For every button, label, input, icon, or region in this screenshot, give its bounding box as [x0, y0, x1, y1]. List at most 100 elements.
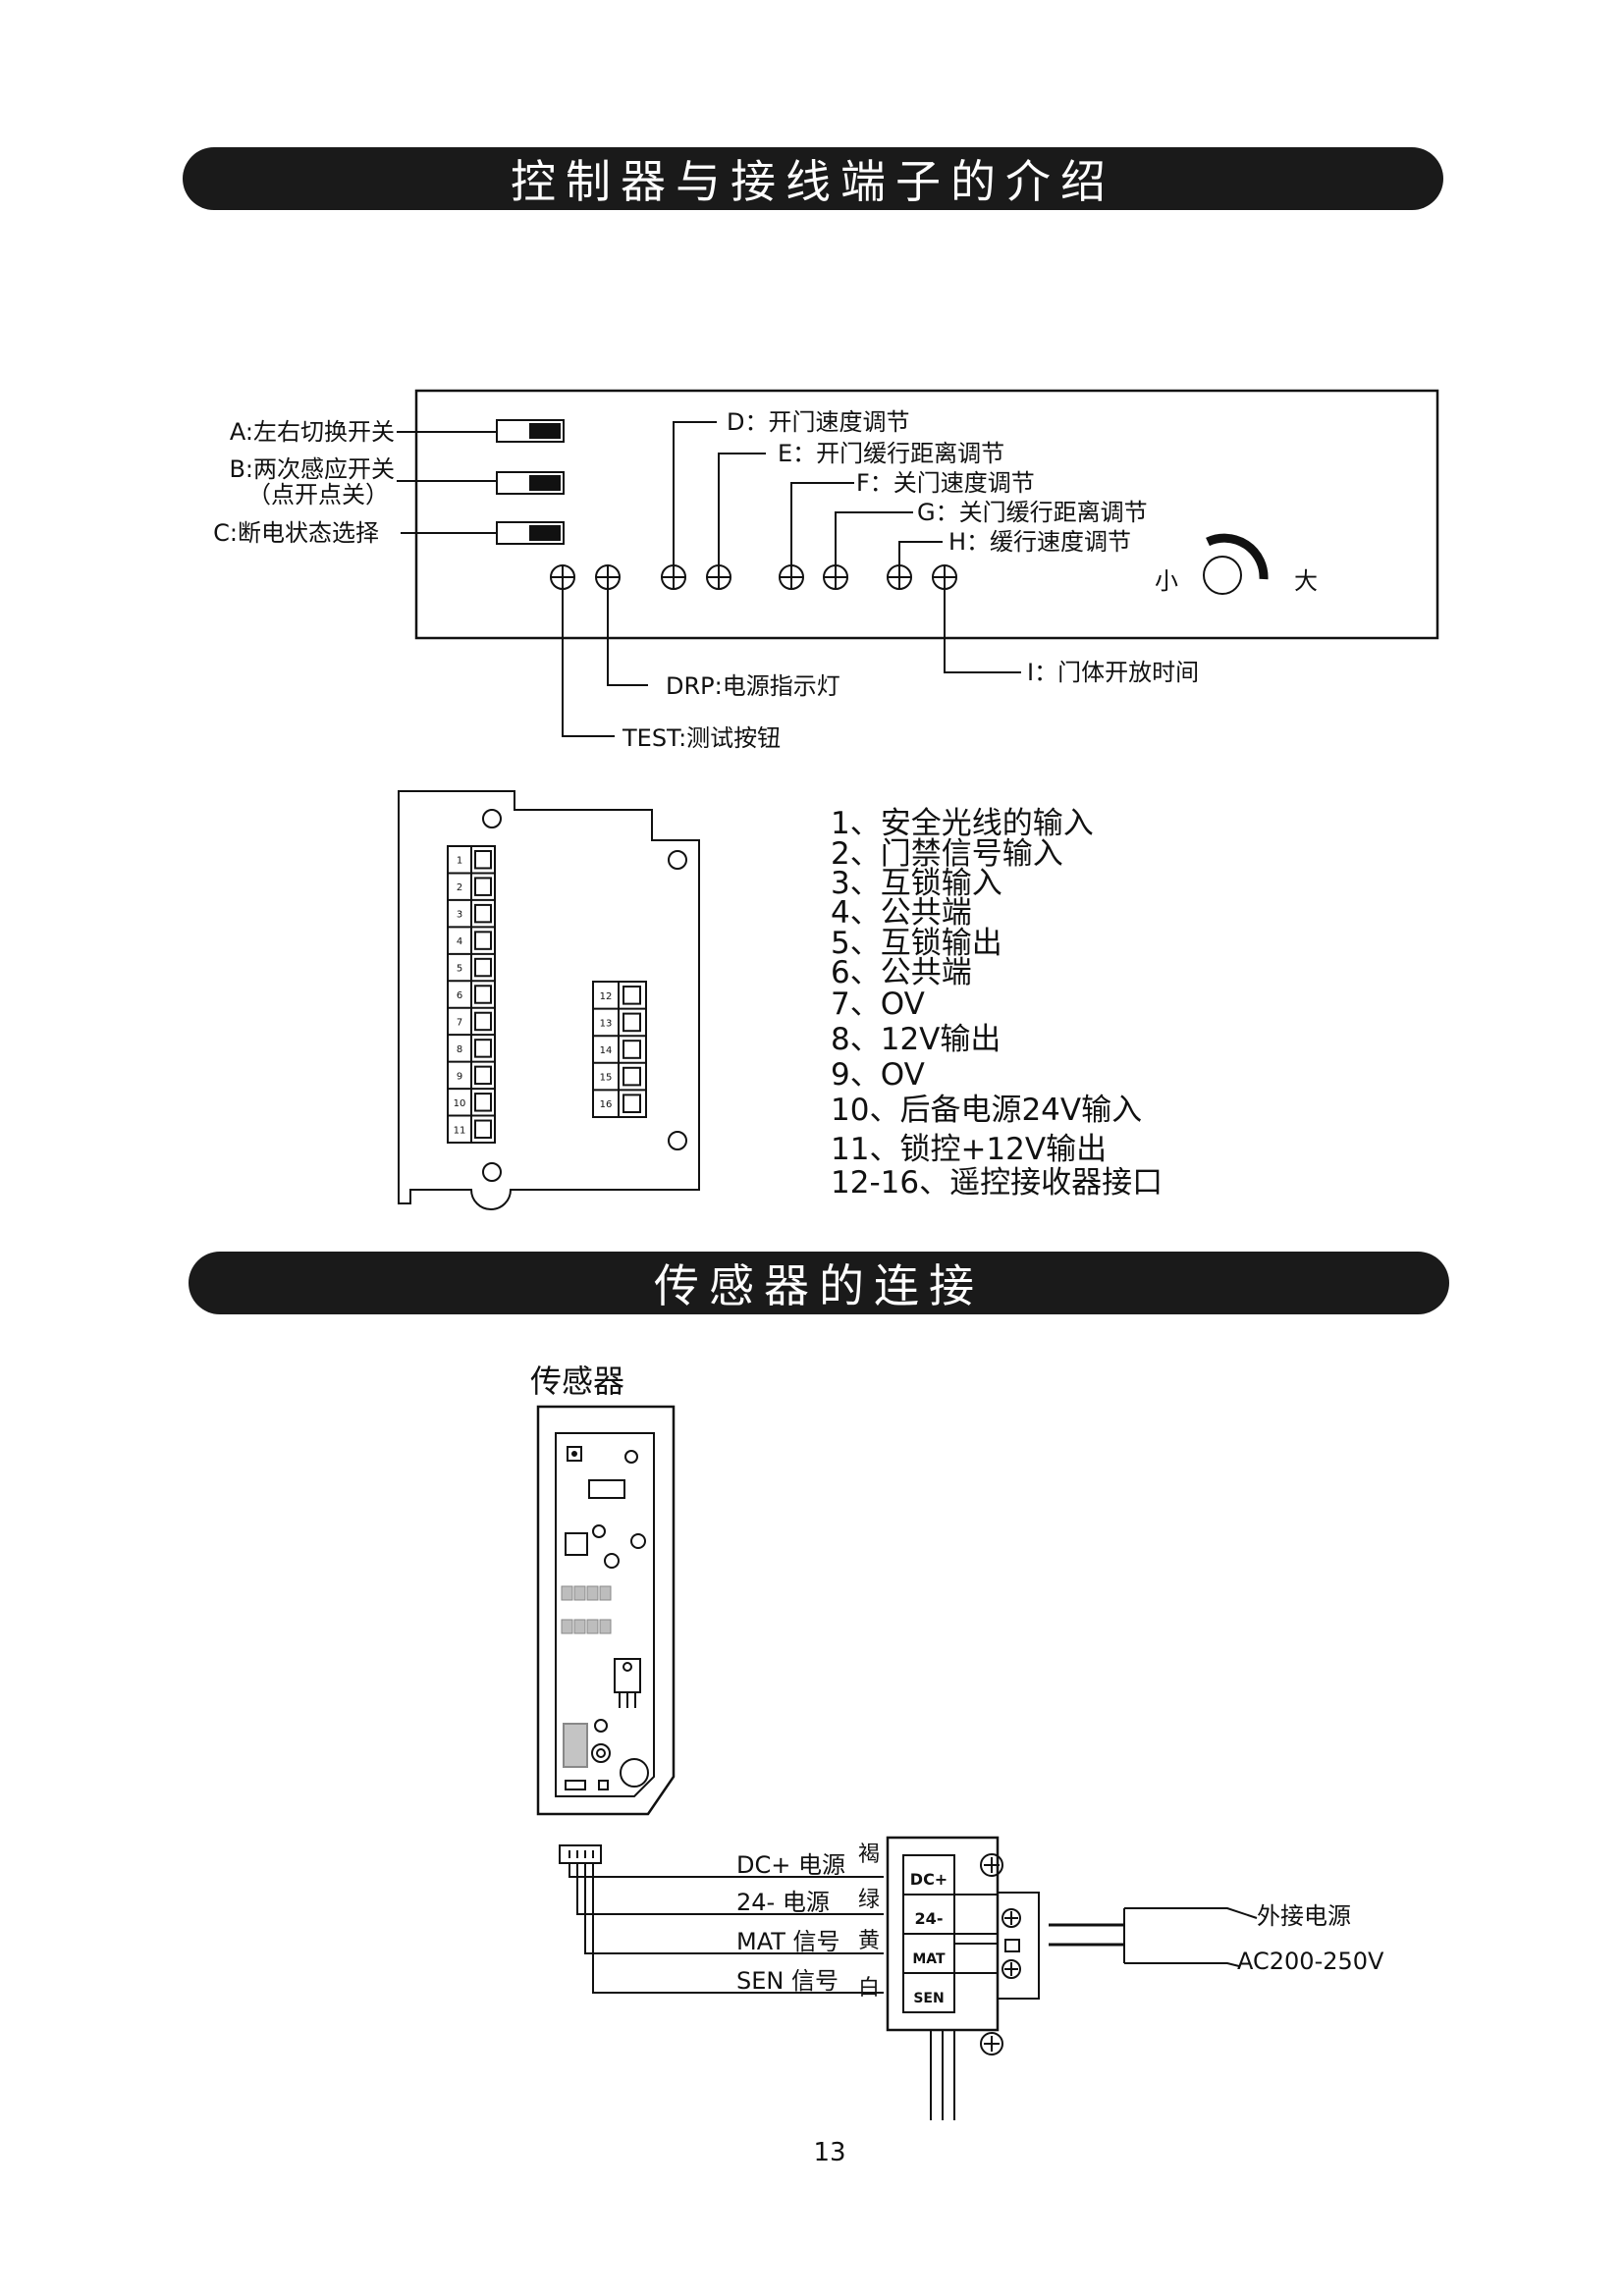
terminal-list-item: 11、锁控+12V输出 [831, 1132, 1108, 1167]
terminal-screw [623, 1094, 641, 1114]
label-led-drp: DRP:电源指示灯 [666, 672, 840, 700]
pot-h-icon [887, 564, 912, 590]
label-switch-b: B:两次感应开关 [229, 455, 395, 483]
terminal-screw [474, 1039, 492, 1058]
pot-d-icon [661, 564, 686, 590]
ext-power-voltage: AC200-250V [1237, 1948, 1384, 1975]
sensor-connector [559, 1844, 602, 1864]
pot-i-icon [932, 564, 957, 590]
terminal-number: 8 [457, 1044, 462, 1055]
terminal-screw [474, 985, 492, 1004]
label-switch-c: C:断电状态选择 [213, 519, 379, 547]
terminal-list-item: 6、公共端 [831, 955, 972, 990]
label-pot-f: F：关门速度调节 [856, 469, 1035, 497]
terminal-list-item: 2、门禁信号输入 [831, 836, 1063, 872]
wire-color-white: 白 [858, 1976, 880, 2001]
terminal-screw [474, 1119, 492, 1139]
ac-screw-icon [1001, 1959, 1021, 1979]
wire-label-sen: SEN 信号 [736, 1967, 839, 1995]
terminal-list-item: 10、后备电源24V输入 [831, 1093, 1143, 1128]
terminal-screw [623, 986, 641, 1005]
terminal-screw [474, 1065, 492, 1086]
wire-mat [584, 1863, 884, 1954]
terminal-list-item: 3、互锁输入 [831, 866, 1002, 901]
switch-c-icon [496, 521, 565, 545]
terminal-list-item: 7、OV [831, 987, 925, 1022]
terminal-screw [474, 1093, 492, 1112]
terminal-number: 9 [457, 1071, 462, 1082]
label-pot-i: I：门体开放时间 [1027, 659, 1199, 686]
ac-screw-icon [1001, 1908, 1021, 1928]
terminal-list-item: 9、OV [831, 1057, 925, 1093]
terminal-number: 14 [600, 1045, 613, 1056]
label-switch-a: A:左右切换开关 [230, 418, 395, 446]
terminal-screw [474, 903, 492, 924]
pot-g-icon [823, 564, 848, 590]
pot-f-icon [779, 564, 804, 590]
label-pot-g: G：关门缓行距离调节 [917, 499, 1148, 526]
terminal-screw [474, 1011, 492, 1032]
terminal-board [398, 790, 700, 1210]
section-title-controller: 控制器与接线端子的介绍 [183, 147, 1443, 210]
controller-panel [414, 389, 1439, 640]
wire-color-yellow: 黄 [858, 1929, 880, 1953]
label-pot-d: D：开门速度调节 [727, 408, 909, 436]
speed-dial-icon [1203, 533, 1269, 595]
wire-label-mat: MAT 信号 [736, 1928, 840, 1955]
wire-label-24: 24- 电源 [736, 1889, 830, 1916]
label-dial-large: 大 [1294, 567, 1318, 595]
label-btn-test: TEST:测试按钮 [622, 724, 781, 752]
terminal-number: 7 [457, 1017, 462, 1028]
wire-24-minus [576, 1863, 884, 1915]
terminal-list-item: 12-16、遥控接收器接口 [831, 1165, 1164, 1201]
terminal-label-24: 24- [915, 1909, 944, 1928]
wire-color-brown: 褐 [858, 1842, 880, 1867]
terminal-screw [623, 1012, 641, 1033]
terminal-number: 12 [600, 991, 613, 1002]
wire-dc-plus [568, 1863, 884, 1878]
ac-terminal [997, 1892, 1040, 2000]
label-pot-e: E：开门缓行距离调节 [778, 440, 1004, 467]
pot-e-icon [706, 564, 731, 590]
sensor-board [536, 1405, 676, 1816]
terminal-number: 13 [600, 1018, 613, 1029]
terminal-list-item: 1、安全光线的输入 [831, 806, 1094, 841]
terminal-list-item: 8、12V输出 [831, 1022, 1001, 1057]
label-pot-h: H：缓行速度调节 [948, 528, 1131, 556]
page-number: 13 [813, 2138, 846, 2167]
terminal-number: 10 [454, 1098, 466, 1109]
terminal-label-dc: DC+ [910, 1870, 947, 1889]
terminal-screw [474, 931, 492, 950]
label-dial-small: 小 [1155, 567, 1178, 595]
label-switch-b-note: （点开点关） [247, 481, 389, 508]
terminal-number: 1 [457, 856, 462, 867]
terminal-list-item: 5、互锁输出 [831, 926, 1002, 961]
ext-power-label: 外接电源 [1257, 1902, 1351, 1930]
switch-a-icon [496, 419, 565, 443]
sensor-title: 传感器 [530, 1362, 624, 1400]
wire-sen [592, 1863, 884, 1994]
terminal-number: 4 [457, 936, 462, 947]
test-button-icon [550, 564, 575, 590]
terminal-number: 16 [600, 1099, 613, 1110]
terminal-screw [623, 1040, 641, 1059]
terminal-screw [623, 1066, 641, 1087]
terminal-number: 15 [600, 1073, 613, 1084]
mount-screw-icon [980, 2032, 1003, 2056]
section-title-sensor: 传感器的连接 [189, 1252, 1449, 1314]
terminal-number: 3 [457, 910, 462, 921]
terminal-number: 5 [457, 964, 462, 975]
terminal-screw [474, 957, 492, 978]
terminal-number: 6 [457, 990, 462, 1001]
wire-color-green: 绿 [858, 1888, 880, 1912]
terminal-number: 2 [457, 882, 462, 893]
terminal-number: 11 [454, 1125, 466, 1136]
terminal-label-sen: SEN [913, 1991, 944, 2006]
drp-led-icon [595, 564, 621, 590]
terminal-screw [474, 850, 492, 870]
terminal-screw [474, 877, 492, 896]
wire-label-dc: DC+ 电源 [736, 1851, 845, 1879]
mount-screw-icon [980, 1853, 1003, 1877]
terminal-label-mat: MAT [912, 1951, 946, 1967]
